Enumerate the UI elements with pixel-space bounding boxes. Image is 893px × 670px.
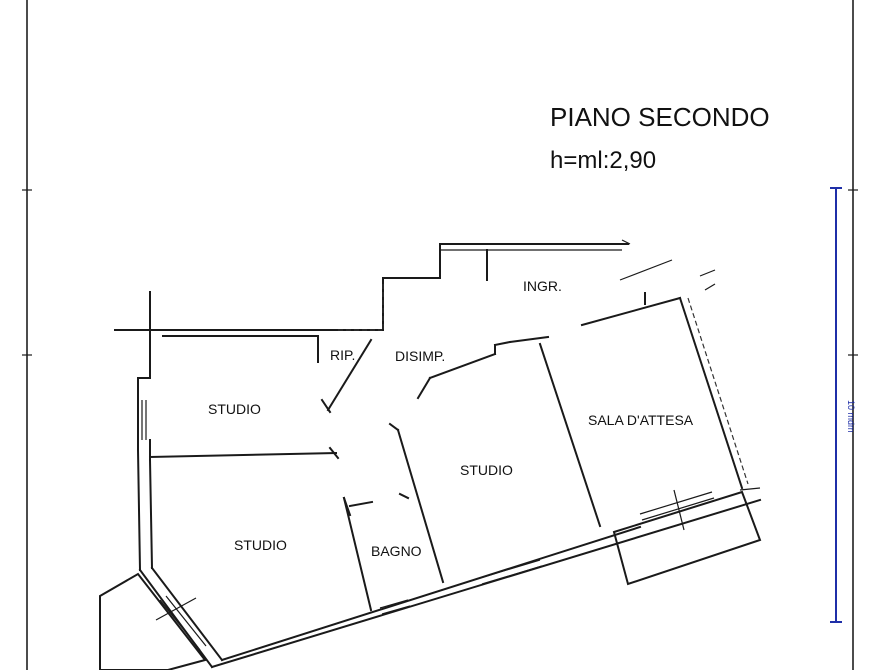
height-note: h=ml:2,90 (550, 147, 656, 174)
room-label-studio-1: STUDIO (208, 401, 261, 417)
room-label-ingresso: INGR. (523, 278, 562, 294)
walls (99, 239, 762, 670)
room-label-studio-3: STUDIO (234, 537, 287, 553)
dimension-label: 10 mdm (846, 400, 856, 433)
room-label-sala-attesa: SALA D'ATTESA (588, 412, 694, 428)
room-label-studio-2: STUDIO (460, 462, 513, 478)
room-label-ripostiglio: RIP. (330, 347, 355, 363)
dimension-line: 10 mdm (830, 187, 856, 623)
room-label-disimpegno: DISIMP. (395, 348, 445, 364)
plan-title: PIANO SECONDO (550, 102, 770, 132)
labels: PIANO SECONDO h=ml:2,90 INGR. RIP. DISIM… (208, 102, 770, 559)
room-label-bagno: BAGNO (371, 543, 422, 559)
sheet-frame (22, 0, 858, 670)
